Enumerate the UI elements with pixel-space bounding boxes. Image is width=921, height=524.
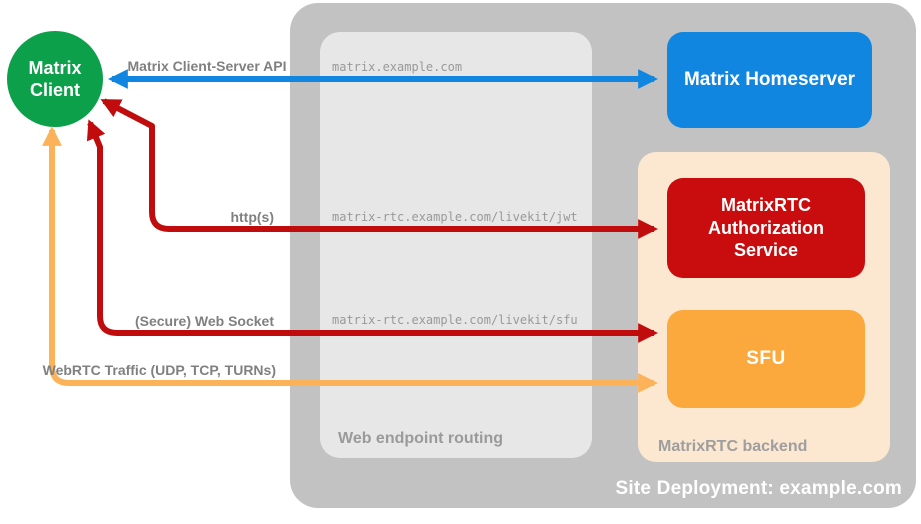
- client-server-api-arrow-label: Matrix Client-Server API: [127, 58, 287, 74]
- site-deployment-container: matrix.example.com matrix-rtc.example.co…: [290, 3, 916, 508]
- matrix-client-label: Matrix Client: [28, 57, 82, 101]
- sfu-label: SFU: [746, 348, 786, 369]
- matrix-client-node: Matrix Client: [7, 31, 103, 127]
- matrixrtc-authorization-service-label: MatrixRTC Authorization Service: [708, 195, 824, 261]
- endpoint-livekit-jwt: matrix-rtc.example.com/livekit/jwt: [332, 210, 578, 224]
- site-deployment-label: Site Deployment: example.com: [615, 478, 902, 499]
- sfu-node: SFU: [667, 310, 865, 408]
- matrixrtc-authorization-service-node: MatrixRTC Authorization Service: [667, 178, 865, 278]
- matrixrtc-backend-label: MatrixRTC backend: [658, 438, 808, 455]
- matrix-homeserver-node: Matrix Homeserver: [667, 32, 872, 128]
- secure-web-socket-arrow-label: (Secure) Web Socket: [134, 313, 274, 329]
- matrixrtc-backend-box: MatrixRTC Authorization Service SFU Matr…: [638, 152, 890, 462]
- webrtc-traffic-arrow-label: WebRTC Traffic (UDP, TCP, TURNs): [42, 362, 276, 378]
- web-endpoint-routing-box: matrix.example.com matrix-rtc.example.co…: [320, 32, 592, 458]
- endpoint-matrix: matrix.example.com: [332, 60, 463, 74]
- web-endpoint-routing-label: Web endpoint routing: [338, 430, 504, 447]
- endpoint-livekit-sfu: matrix-rtc.example.com/livekit/sfu: [332, 313, 578, 327]
- matrix-homeserver-label: Matrix Homeserver: [683, 69, 856, 90]
- https-arrow-label: http(s): [230, 209, 274, 225]
